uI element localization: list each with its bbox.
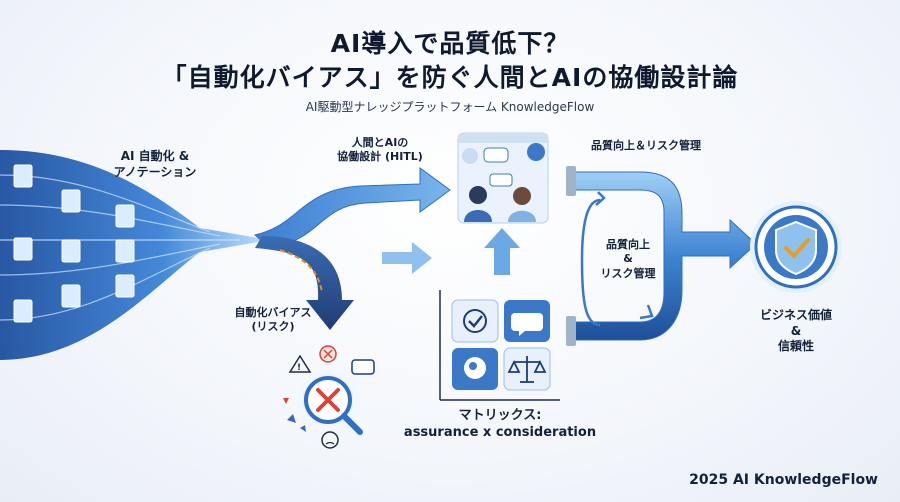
quality-pipe <box>566 166 757 346</box>
speech-bubble-icon <box>351 359 375 375</box>
bias-arrow <box>255 236 354 330</box>
up-arrow <box>484 228 520 275</box>
ai-automation-label: AI 自動化 & アノテーション <box>100 149 210 180</box>
value-label-line3: 信頼性 <box>777 339 814 354</box>
value-label-line1: ビジネス価値 <box>759 308 832 322</box>
hitl-arrow <box>253 167 451 249</box>
quality-loop-label-line1: 品質向上 <box>606 238 650 251</box>
middle-arrow <box>382 242 432 274</box>
matrix-label: マトリックス: assurance x consideration <box>400 408 600 442</box>
ai-automation-label-line1: AI 自動化 & <box>120 149 190 163</box>
bias-label-line2: (リスク) <box>251 320 295 334</box>
shield-icon <box>750 201 842 293</box>
hitl-illustration <box>457 132 549 224</box>
matrix-label-line1: マトリックス: <box>458 408 542 423</box>
quality-top-label: 品質向上＆リスク管理 <box>591 139 701 152</box>
title-line-1: AI導入で品質低下？ <box>330 29 570 58</box>
sad-face-icon <box>321 431 339 449</box>
subtitle: AI駆動型ナレッジプラットフォーム KnowledgeFlow <box>305 100 595 114</box>
matrix-grid <box>439 290 560 401</box>
hitl-label: 人間とAIの 協働設計 (HITL) <box>320 136 440 165</box>
x-mark-icon <box>316 388 340 412</box>
matrix-label-line2: assurance x consideration <box>403 424 597 440</box>
scale-icon <box>507 356 547 383</box>
footer-copyright: 2025 AI KnowledgeFlow <box>689 472 878 488</box>
quality-loop-label: 品質向上 & リスク管理 <box>592 238 664 281</box>
bias-label-line1: 自動化バイアス <box>234 306 312 319</box>
value-label: ビジネス価値 & 信頼性 <box>748 308 844 355</box>
hitl-label-line2: 協働設計 (HITL) <box>337 150 423 164</box>
warning-icon <box>288 354 312 373</box>
chat-icon <box>511 313 543 336</box>
hitl-label-line1: 人間とAIの <box>351 136 409 149</box>
value-label-line2: & <box>790 323 802 338</box>
ai-automation-label-line2: アノテーション <box>113 164 197 179</box>
bias-warning-cluster: ! <box>283 345 375 449</box>
quality-loop-label-line2: & <box>623 252 633 266</box>
quality-loop-label-line3: リスク管理 <box>600 266 656 280</box>
data-stream <box>0 150 270 360</box>
title-line-2: 「自動化バイアス」を防ぐ人間とAIの協働設計論 <box>161 63 739 92</box>
check-icon <box>463 309 487 333</box>
svg-text:!: ! <box>297 363 301 373</box>
bias-label: 自動化バイアス (リスク) <box>218 306 328 335</box>
